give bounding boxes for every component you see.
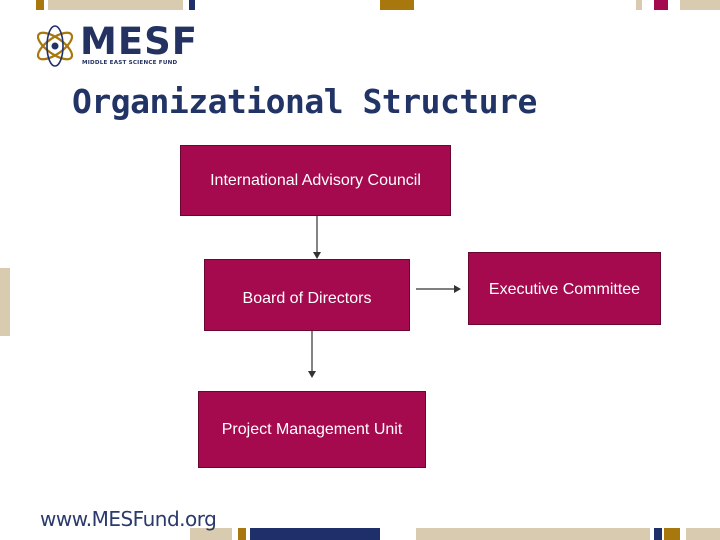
node-international-advisory-council: International Advisory Council — [180, 145, 451, 216]
top-stripe-gold — [36, 0, 44, 10]
top-stripe-beige-far — [680, 0, 720, 10]
bottom-stripe-beige-end — [686, 528, 720, 540]
bottom-stripe-beige — [190, 528, 232, 540]
bottom-stripe-gold-right — [664, 528, 680, 540]
bottom-stripe-navy — [250, 528, 380, 540]
footer-url: www.MESFund.org — [40, 507, 217, 531]
bottom-stripe-navy-right — [654, 528, 662, 540]
arrowhead-ec — [454, 285, 461, 293]
left-side-bar — [0, 268, 10, 336]
bottom-stripe-gold — [238, 528, 246, 540]
arrowhead-pmu — [308, 371, 316, 378]
logo-wordmark: MESF — [80, 20, 199, 63]
arrowhead-bod — [313, 252, 321, 259]
node-board-of-directors: Board of Directors — [204, 259, 410, 331]
bottom-stripe-beige-long — [416, 528, 650, 540]
top-stripe-red — [654, 0, 668, 10]
top-stripe-gold-right — [380, 0, 414, 10]
top-stripe-beige — [48, 0, 183, 10]
page-title: Organizational Structure — [72, 82, 537, 121]
node-project-management-unit: Project Management Unit — [198, 391, 426, 468]
logo-subtitle: MIDDLE EAST SCIENCE FUND — [82, 60, 178, 66]
mesf-logo: MESF MIDDLE EAST SCIENCE FUND — [32, 22, 197, 68]
node-executive-committee: Executive Committee — [468, 252, 661, 325]
top-stripe-navy — [189, 0, 195, 10]
atom-logo-icon — [36, 25, 74, 67]
top-stripe-beige-right — [636, 0, 642, 10]
